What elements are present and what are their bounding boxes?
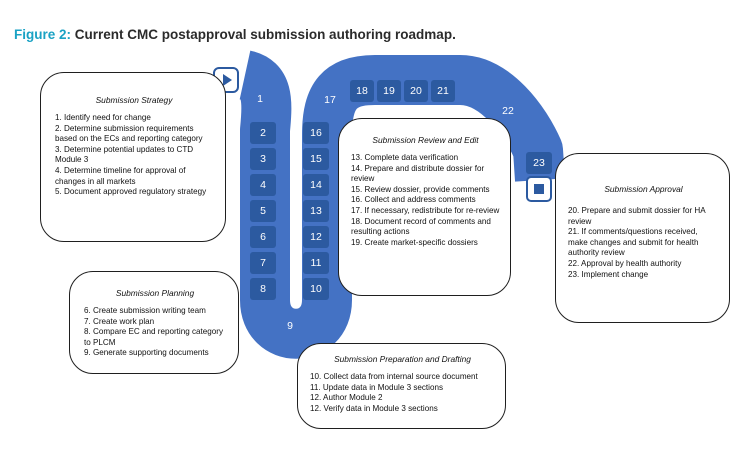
box-step-list: 20. Prepare and submit dossier for HA re… — [568, 206, 719, 280]
step-14: 14 — [303, 174, 329, 196]
step-14-label: 14 — [310, 179, 322, 191]
step-20-label: 20 — [410, 85, 422, 97]
step-19: 19 — [377, 80, 401, 102]
list-item: 18. Document record of comments and resu… — [351, 216, 491, 237]
step-4: 4 — [250, 174, 276, 196]
step-2-label: 2 — [260, 127, 266, 139]
list-item: 6. Create submission writing team — [84, 306, 206, 315]
list-item: 14. Prepare and distribute dossier for r… — [351, 163, 485, 184]
figure-label: Figure 2: — [14, 27, 72, 42]
box-step-list: 6. Create submission writing team 7. Cre… — [84, 306, 226, 359]
figure-caption: Figure 2: Current CMC postapproval submi… — [14, 27, 456, 42]
list-item: 20. Prepare and submit dossier for HA re… — [568, 206, 706, 226]
list-item: 10. Collect data from internal source do… — [310, 372, 478, 381]
step-10: 10 — [303, 278, 329, 300]
step-17: 17 — [324, 94, 336, 106]
box-submission-planning: Submission Planning 6. Create submission… — [69, 271, 239, 374]
step-16-label: 16 — [310, 127, 322, 139]
step-5-label: 5 — [260, 205, 266, 217]
box-step-list: 1. Identify need for change 2. Determine… — [55, 113, 213, 198]
step-11: 11 — [303, 252, 329, 274]
step-6-label: 6 — [260, 231, 266, 243]
box-step-list: 13. Complete data verification 14. Prepa… — [351, 153, 500, 248]
list-item: 8. Compare EC and reporting category to … — [84, 327, 224, 347]
step-12-label: 12 — [310, 231, 322, 243]
step-21-label: 21 — [437, 85, 449, 97]
list-item: 5. Document approved regulatory strategy — [55, 187, 207, 197]
step-12: 12 — [303, 226, 329, 248]
step-21: 21 — [431, 80, 455, 102]
step-22-label: 22 — [502, 105, 514, 117]
step-4-label: 4 — [260, 179, 266, 191]
list-item: 1. Identify need for change — [55, 113, 151, 122]
list-item: 19. Create market-specific dossiers — [351, 237, 478, 247]
step-23-label: 23 — [533, 157, 545, 169]
list-item: 23. Implement change — [568, 269, 649, 279]
list-item: 12. Verify data in Module 3 sections — [310, 403, 438, 413]
step-22: 22 — [502, 105, 514, 117]
list-item: 7. Create work plan — [84, 316, 155, 326]
step-13: 13 — [303, 200, 329, 222]
list-item: 9. Generate supporting documents — [84, 348, 209, 358]
box-title: Submission Preparation and Drafting — [334, 354, 471, 364]
box-title: Submission Strategy — [95, 95, 173, 105]
step-18: 18 — [350, 80, 374, 102]
step-13-label: 13 — [310, 205, 322, 217]
step-3: 3 — [250, 148, 276, 170]
step-8-label: 8 — [260, 283, 266, 295]
list-item: 21. If comments/questions received, make… — [568, 227, 699, 258]
box-submission-approval: Submission Approval 20. Prepare and subm… — [555, 153, 730, 323]
list-item: 15. Review dossier, provide comments — [351, 184, 490, 194]
list-item: 3. Determine potential updates to CTD Mo… — [55, 144, 194, 165]
step-9: 9 — [287, 320, 293, 332]
step-16: 16 — [303, 122, 329, 144]
step-9-label: 9 — [287, 320, 293, 332]
step-7: 7 — [250, 252, 276, 274]
box-title: Submission Review and Edit — [372, 135, 479, 145]
step-17-label: 17 — [324, 94, 336, 106]
step-10-label: 10 — [310, 283, 322, 295]
list-item: 12. Author Module 2 — [310, 393, 383, 403]
list-item: 2. Determine submission requirements bas… — [55, 123, 203, 144]
list-item: 11. Update data in Module 3 sections — [310, 382, 444, 392]
list-item: 4. Determine timeline for approval of ch… — [55, 165, 186, 186]
box-submission-review: Submission Review and Edit 13. Complete … — [338, 118, 511, 296]
step-20: 20 — [404, 80, 428, 102]
end-stop-icon — [526, 176, 552, 202]
step-3-label: 3 — [260, 153, 266, 165]
step-6: 6 — [250, 226, 276, 248]
box-title: Submission Planning — [115, 288, 195, 298]
step-1-label: 1 — [257, 93, 263, 105]
step-8: 8 — [250, 278, 276, 300]
step-1: 1 — [257, 93, 263, 105]
box-step-list: 10. Collect data from internal source do… — [310, 372, 495, 414]
step-7-label: 7 — [260, 257, 266, 269]
step-5: 5 — [250, 200, 276, 222]
list-item: 16. Collect and address comments — [351, 195, 476, 205]
list-item: 13. Complete data verification — [351, 153, 459, 162]
box-submission-preparation: Submission Preparation and Drafting 10. … — [297, 343, 506, 429]
step-2: 2 — [250, 122, 276, 144]
box-title: Submission Approval — [604, 184, 683, 194]
step-15-label: 15 — [310, 153, 322, 165]
list-item: 22. Approval by health authority — [568, 258, 682, 268]
figure-title: Current CMC postapproval submission auth… — [74, 27, 456, 42]
step-15: 15 — [303, 148, 329, 170]
list-item: 17. If necessary, redistribute for re-re… — [351, 205, 500, 215]
step-23: 23 — [526, 152, 552, 174]
step-11-label: 11 — [311, 257, 322, 269]
step-18-label: 18 — [356, 85, 368, 97]
step-tiles: 1 2 3 4 5 6 7 8 9 10 11 12 13 14 15 16 1… — [250, 80, 552, 332]
step-19-label: 19 — [383, 85, 395, 97]
box-submission-strategy: Submission Strategy 1. Identify need for… — [40, 72, 226, 242]
